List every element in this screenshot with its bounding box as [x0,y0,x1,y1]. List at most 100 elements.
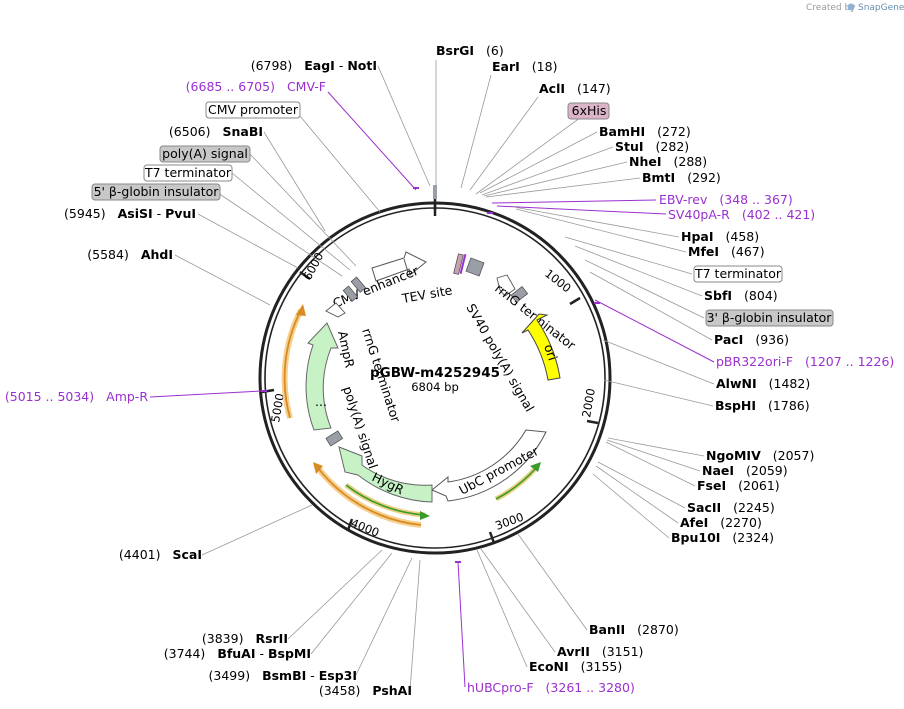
label-cmv-promoter[interactable]: CMV promoter [205,101,301,119]
his-tag-block[interactable] [453,253,464,275]
site-avrii[interactable]: AvrII(3151) [557,644,643,659]
label-t7-terminator-left[interactable]: T7 terminator [143,164,233,182]
site-bsmbi[interactable]: (3499)BsmBI - Esp3I [209,668,358,683]
site-ngomiv[interactable]: NgoMIV(2057) [706,448,814,463]
svg-text:3' β-globin insulator: 3' β-globin insulator [707,310,833,325]
svg-text:CMV promoter: CMV promoter [208,102,299,117]
site-bamhi[interactable]: BamHI(272) [599,124,691,139]
primer-labels: (6685 .. 6705)CMV-F EBV-rev(348 .. 367) … [5,79,894,695]
snapgene-brand: SnapGene [858,3,904,13]
leader-line [485,177,641,198]
site-leader-lines [149,60,715,691]
leader-line [607,437,705,457]
site-econi[interactable]: EcoNI(3155) [529,659,622,674]
site-asisi[interactable]: (5945)AsiSI - PvuI [64,206,196,221]
leader-line [231,172,351,271]
label-3-beta-globin-insulator[interactable]: 3' β-globin insulator [705,309,834,327]
hygr-orf-line [345,484,426,516]
site-bsrgi[interactable]: BsrGI(6) [436,43,504,58]
leader-line [564,236,693,275]
leader-line [479,131,598,194]
leader-line [597,461,686,509]
tev-site-block[interactable] [459,254,467,274]
site-eagi[interactable]: (6798)EagI - NotI [251,58,377,73]
site-scai[interactable]: (4401)ScaI [119,547,202,562]
site-ahdi[interactable]: (5584)AhdI [87,247,173,262]
site-stui[interactable]: StuI(282) [615,139,689,154]
leader-line [249,153,357,267]
site-banii[interactable]: BanII(2870) [589,622,679,637]
leader-line [263,131,326,232]
leader-line [174,254,271,306]
leader-line [201,504,313,556]
site-paci[interactable]: PacI(936) [714,332,789,347]
leader-line [483,161,628,197]
sv40-polya-block[interactable] [465,257,485,277]
label-6xhis[interactable]: 6xHis [567,102,610,120]
primer-pbr322ori-f[interactable]: pBR322ori-F(1207 .. 1226) [716,354,894,369]
site-fsei[interactable]: FseI(2061) [697,478,780,493]
ampr-arrow[interactable] [305,322,339,431]
leader-line [513,206,680,238]
t7-terminator-block[interactable] [342,285,359,302]
svg-text:T7 terminator: T7 terminator [694,266,782,281]
primer-cmv-f[interactable]: (6685 .. 6705)CMV-F [186,79,326,94]
leader-line [574,245,703,297]
site-sacii[interactable]: SacII(2245) [687,500,775,515]
site-bsphi[interactable]: BspHI(1786) [715,398,810,413]
site-rsrii[interactable]: (3839)RsrII [202,631,288,646]
t7-terminator-block-3[interactable] [510,285,529,303]
leader-line [409,559,421,691]
site-acli[interactable]: AclI(147) [539,81,611,96]
site-eari[interactable]: EarI(18) [492,59,557,74]
primer-sv40pa-r[interactable]: SV40pA-R(402 .. 421) [668,207,815,222]
site-bmti[interactable]: BmtI(292) [642,170,721,185]
label-5-beta-globin-insulator[interactable]: 5' β-globin insulator [91,183,221,201]
beta-globin-insulator-block[interactable] [350,276,367,293]
polya-signal-block[interactable] [325,430,344,447]
svg-text:poly(A) signal: poly(A) signal [162,146,248,161]
leader-line [476,549,528,668]
svg-text:6xHis: 6xHis [572,103,607,118]
ori-label: ori [541,342,560,362]
ori-arrow[interactable] [521,313,561,381]
rrng-terminator-arrow-1[interactable] [496,274,516,297]
site-bpu10i[interactable]: Bpu10I(2324) [671,530,774,545]
ubc-promoter-label: UbC promoter [456,443,541,498]
primer-amp-r[interactable]: (5015 .. 5034)Amp-R [5,389,148,404]
tev-site-label: TEV site [400,282,454,306]
leader-line [584,259,705,319]
site-afei[interactable]: AfeI(2270) [680,515,762,530]
plasmid-name: pGBW-m4252945 [370,365,500,381]
site-nhei[interactable]: NheI(288) [629,154,707,169]
primer-ebv-rev[interactable]: EBV-rev(348 .. 367) [659,192,793,207]
site-hpai[interactable]: HpaI(458) [681,229,759,244]
svg-text:5' β-globin insulator: 5' β-globin insulator [94,184,220,199]
site-mfei[interactable]: MfeI(467) [688,244,765,259]
leader-line [197,213,299,269]
leader-line [469,96,539,191]
leader-line [605,441,696,487]
leader-line [327,91,417,191]
leader-line [377,65,431,187]
rrng-terminator-arrow-2[interactable] [325,302,346,318]
leader-line [149,390,263,398]
site-bfuai[interactable]: (3744)BfuAI - BspMI [164,646,311,661]
leader-line [480,548,556,653]
leader-line [515,208,687,253]
hygr-arrow[interactable] [338,446,433,503]
site-naei[interactable]: NaeI(2059) [702,463,788,478]
site-alwni[interactable]: AlwNI(1482) [716,376,810,391]
primer-hubcpro-f[interactable]: hUBCpro-F(3261 .. 3280) [467,680,635,695]
leader-line [602,339,715,385]
label-t7-terminator-right[interactable]: T7 terminator [693,265,783,283]
site-sbfi[interactable]: SbfI(804) [704,288,778,303]
leader-line [481,146,614,196]
orf-orange-arrowhead-2 [296,304,306,316]
orf-orange-line-2 [283,309,302,419]
site-snabi[interactable]: (6506)SnaBI [169,124,263,139]
site-pshai[interactable]: (3458)PshAI [319,683,412,698]
label-polya-signal[interactable]: poly(A) signal [159,145,251,163]
cmv-enhancer-arrow[interactable] [371,251,427,282]
ubc-promoter-arrow[interactable] [431,429,547,502]
